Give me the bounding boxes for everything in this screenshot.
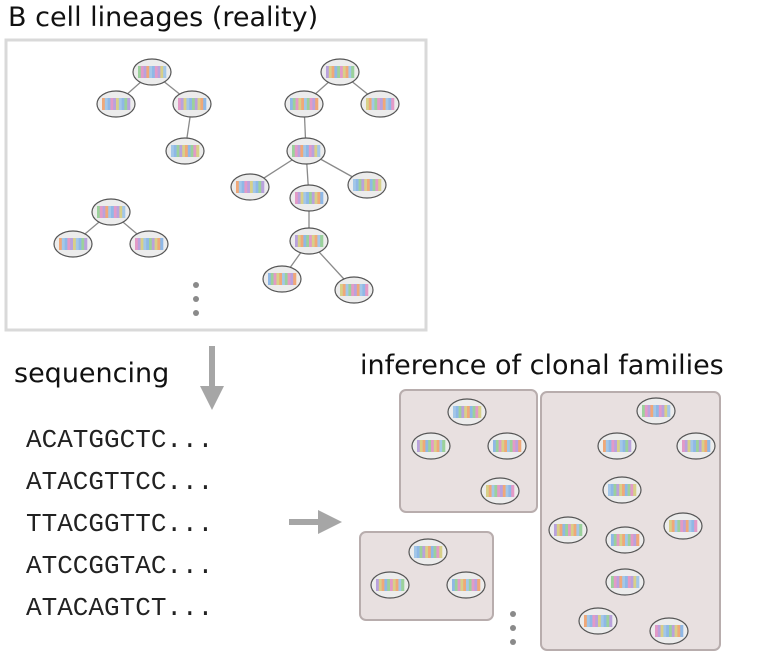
ellipsis-dots	[193, 282, 199, 316]
cell-node	[411, 432, 451, 460]
sequence-read: ATACGTTCC...	[26, 467, 214, 497]
cell-node	[676, 432, 716, 460]
cell-node	[262, 265, 302, 293]
cell-node	[447, 398, 487, 426]
sequence-read: ATACAGTCT...	[26, 593, 214, 623]
cell-node	[602, 476, 642, 504]
cell-node	[649, 617, 689, 645]
cell-node	[605, 526, 645, 554]
cell-nodes	[53, 58, 716, 645]
cell-node	[360, 90, 400, 118]
cell-node	[230, 173, 270, 201]
cell-node	[408, 538, 448, 566]
sequencing-label: sequencing	[14, 358, 170, 389]
cell-node	[446, 571, 486, 599]
cell-node	[286, 137, 326, 165]
cell-node	[480, 477, 520, 505]
cell-node	[132, 58, 172, 86]
cell-node	[605, 568, 645, 596]
cell-node	[91, 198, 131, 226]
cell-node	[548, 516, 588, 544]
ellipsis-dots	[510, 611, 516, 645]
cell-node	[289, 227, 329, 255]
cell-node	[487, 432, 527, 460]
cell-node	[129, 230, 169, 258]
page-title: B cell lineages (reality)	[8, 2, 319, 33]
cell-node	[636, 397, 676, 425]
cell-node	[597, 432, 637, 460]
cell-node	[289, 184, 329, 212]
cell-node	[578, 607, 618, 635]
cell-node	[320, 58, 360, 86]
inference-label: inference of clonal families	[360, 350, 724, 381]
cell-node	[172, 90, 212, 118]
cell-node	[347, 171, 387, 199]
sequence-read: TTACGGTTC...	[26, 509, 214, 539]
cell-node	[334, 276, 374, 304]
cell-node	[96, 90, 136, 118]
sequence-list: ACATGGCTC... ATACGTTCC... TTACGGTTC... A…	[26, 424, 213, 634]
cell-node	[165, 137, 205, 165]
sequence-read: ATCCGGTAC...	[26, 551, 214, 581]
sequence-read: ACATGGCTC...	[26, 425, 214, 455]
cell-node	[284, 90, 324, 118]
cell-node	[53, 230, 93, 258]
clonal-family-box	[540, 391, 721, 651]
cell-node	[663, 512, 703, 540]
cell-node	[370, 571, 410, 599]
